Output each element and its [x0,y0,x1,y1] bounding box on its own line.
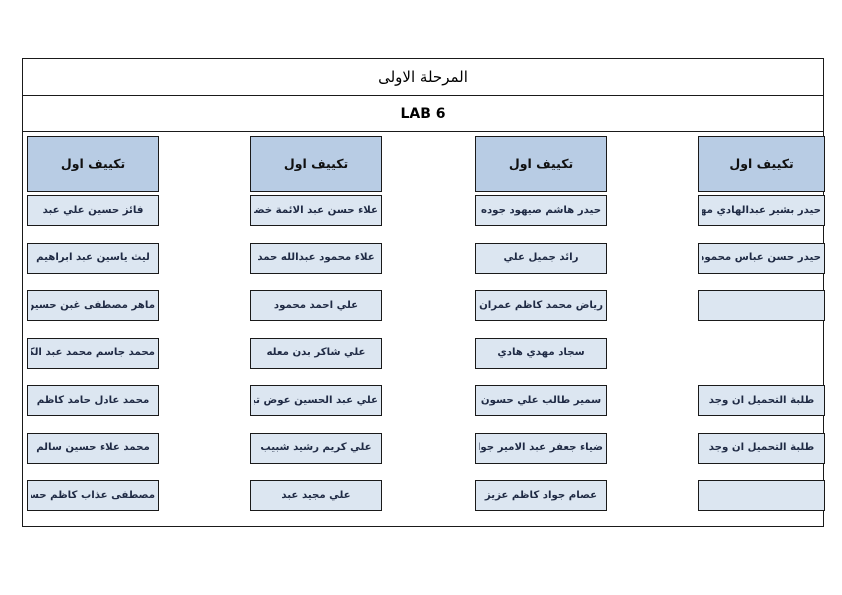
name-cell-label: مصطفى عذاب كاظم حسون [31,489,155,501]
column-header-4: تكييف اول [698,136,825,192]
name-cell: حيدر بشير عبدالهادي مهدي [698,195,825,226]
name-cell: مصطفى عذاب كاظم حسون [27,480,159,511]
column-header-label: تكييف اول [283,157,349,171]
name-cell-label: علي شاكر بدن معله [266,347,366,359]
name-cell-empty [698,290,825,321]
name-cell: علي كريم رشيد شبيب [250,432,382,464]
name-cell-label: حيدر هاشم صيهود جوده [480,204,602,216]
column-header-label: تكييف اول [60,157,126,171]
schedule-table: المرحلة الاولى LAB 6 تكييف اول فائز حسين … [22,58,825,527]
name-cell: محمد علاء حسين سالم [27,432,159,464]
name-cell: سمير طالب علي حسون [475,385,607,416]
name-cell-label: فائز حسين علي عبد [42,204,144,216]
name-cell-label: سمير طالب علي حسون [480,394,602,406]
name-cell: رياض محمد كاظم عمران [475,290,607,321]
column-header-label: تكييف اول [729,157,794,171]
name-cell-label: علي عبد الحسين عوض تبر [254,394,378,406]
name-cell: ضياء جعفر عبد الامير جواد [475,432,607,464]
name-cell: ليث ياسين عبد ابراهيم [27,242,159,274]
name-cell: علي عبد الحسين عوض تبر [250,385,382,416]
table-lab-row: LAB 6 [23,96,823,132]
name-cell-label: علي كريم رشيد شبيب [260,442,372,454]
name-cell: طلبة التحميل ان وجد [698,385,825,416]
name-cell: سجاد مهدي هادي [475,337,607,369]
name-cell-label: ليث ياسين عبد ابراهيم [36,252,150,264]
name-cell-label: طلبة التحميل ان وجد [708,394,815,406]
name-cell: حيدر هاشم صيهود جوده [475,195,607,226]
name-cell-label: علاء حسن عبد الائمة خضير [254,204,378,216]
name-cell-label: رائد جميل علي [503,252,579,264]
name-cell-label: حيدر حسن عباس محمود [702,252,821,264]
column-header-1: تكييف اول [27,136,159,192]
name-cell: طلبة التحميل ان وجد [698,432,825,464]
column-header-2: تكييف اول [250,136,382,192]
lab-label: LAB 6 [400,105,446,122]
name-cell-label: رياض محمد كاظم عمران [479,299,603,311]
name-cell-label: ضياء جعفر عبد الامير جواد [479,442,603,454]
name-cell-label: طلبة التحميل ان وجد [708,442,815,454]
name-cell: ماهر مصطفى غبن حسين [27,290,159,321]
table-title-row: المرحلة الاولى [23,59,823,96]
name-cell: علاء محمود عبدالله حمد [250,242,382,274]
page-title: المرحلة الاولى [378,68,468,86]
name-cell: محمد عادل حامد كاظم [27,385,159,416]
name-cell-label: علي مجيد عبد [281,489,351,501]
name-cell: علي احمد محمود [250,290,382,321]
name-cell-label: عصام جواد كاظم عزيز [484,489,598,501]
name-cell: علاء حسن عبد الائمة خضير [250,195,382,226]
name-cell-label: محمد جاسم محمد عبد الكريم [31,347,155,359]
name-cell-label: سجاد مهدي هادي [497,347,585,359]
name-cell: حيدر حسن عباس محمود [698,242,825,274]
name-cell: فائز حسين علي عبد [27,195,159,226]
name-cell: علي مجيد عبد [250,480,382,511]
columns-container: تكييف اول فائز حسين علي عبد ليث ياسين عبد … [23,132,825,526]
name-cell-label: حيدر بشير عبدالهادي مهدي [702,204,821,216]
name-cell: رائد جميل علي [475,242,607,274]
name-cell-label: علي احمد محمود [273,299,359,311]
column-header-3: تكييف اول [475,136,607,192]
name-cell-label: ماهر مصطفى غبن حسين [31,299,155,311]
name-cell: عصام جواد كاظم عزيز [475,480,607,511]
column-header-label: تكييف اول [508,157,574,171]
name-cell: علي شاكر بدن معله [250,337,382,369]
name-cell-label: محمد علاء حسين سالم [36,442,150,454]
name-cell-label: علاء محمود عبدالله حمد [257,252,375,264]
name-cell-empty [698,480,825,511]
name-cell-label: محمد عادل حامد كاظم [36,394,150,406]
name-cell: محمد جاسم محمد عبد الكريم [27,337,159,369]
